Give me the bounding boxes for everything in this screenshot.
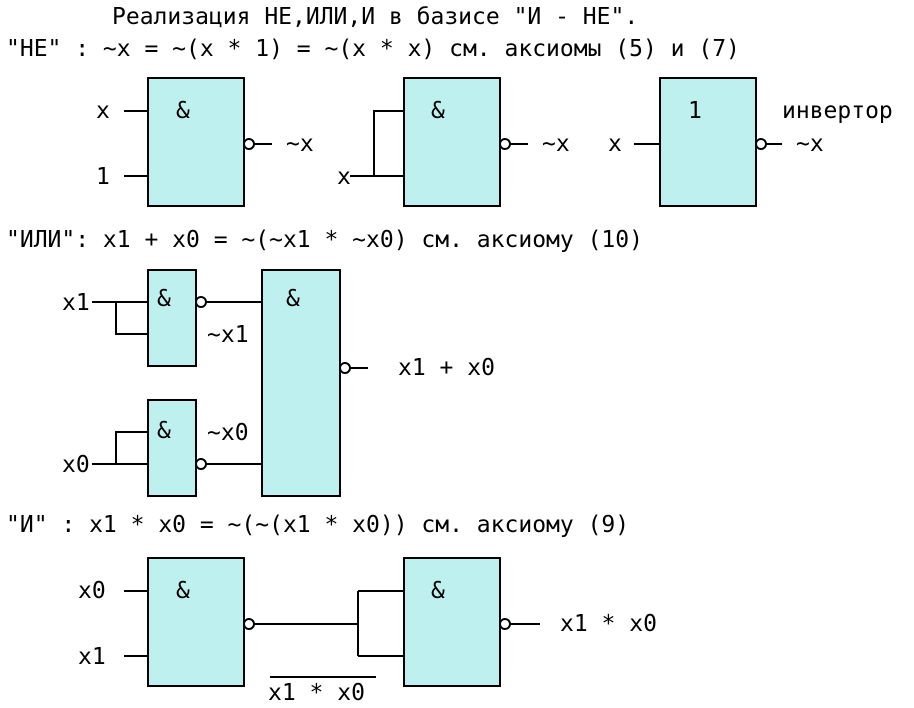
- not-gate2-out: ~x: [542, 131, 570, 157]
- or-formula: "ИЛИ": x1 + x0 = ~(~x1 * ~x0) см. аксиом…: [6, 227, 643, 253]
- and-wire-label: x1 * x0: [268, 680, 365, 706]
- or-gate-c-symbol: &: [286, 286, 300, 312]
- and-gate-b-bubble: [499, 618, 511, 630]
- not-gate2-wire-in: [350, 110, 404, 177]
- or-gate-c-out: x1 + x0: [398, 355, 495, 381]
- not-gate2-bubble: [499, 138, 511, 150]
- inverter-out: ~x: [796, 131, 824, 157]
- or-gate-b-out: ~x0: [207, 420, 249, 446]
- and-gate-b-out: x1 * x0: [560, 611, 657, 637]
- and-gate-a-in-b: x1: [78, 644, 106, 670]
- or-gate-c: [261, 269, 341, 497]
- inverter-bubble: [755, 138, 767, 150]
- inverter-label: инвертор: [782, 98, 893, 124]
- or-gate-a-wire-in: [92, 301, 148, 335]
- or-gate-b: [147, 399, 197, 497]
- or-gate-a-in: x1: [62, 290, 90, 316]
- and-gate-a-symbol: &: [176, 578, 190, 604]
- and-gate-b: [403, 557, 501, 687]
- or-gate-a-bubble: [195, 296, 207, 308]
- and-formula: "И" : x1 * x0 = ~(~(x1 * x0)) см. аксиом…: [6, 512, 629, 538]
- inverter-symbol: 1: [688, 98, 702, 124]
- not-formula: "НЕ" : ~x = ~(x * 1) = ~(x * x) см. акси…: [6, 36, 740, 62]
- not-gate1-bubble: [243, 138, 255, 150]
- title: Реализация НЕ,ИЛИ,И в базисе "И - НЕ".: [112, 4, 638, 30]
- inverter-in: x: [608, 131, 622, 157]
- not-gate2-symbol: &: [431, 98, 445, 124]
- and-gate-a-bubble: [243, 618, 255, 630]
- and-wire-mid: [254, 590, 404, 657]
- or-gate-b-in: x0: [62, 452, 90, 478]
- or-gate-b-bubble: [195, 458, 207, 470]
- or-gate-a: [147, 269, 197, 367]
- not-gate2: [403, 77, 501, 207]
- not-gate1-symbol: &: [176, 98, 190, 124]
- not-gate1-out: ~x: [286, 131, 314, 157]
- or-gate-a-out: ~x1: [207, 322, 249, 348]
- and-gate-a-in-a: x0: [78, 578, 106, 604]
- or-gate-a-symbol: &: [157, 286, 171, 312]
- not-gate1-in-b: 1: [96, 164, 110, 190]
- or-gate-c-bubble: [339, 362, 351, 374]
- not-gate1-in-a: x: [96, 98, 110, 124]
- or-gate-b-wire-in: [92, 431, 148, 465]
- not-gate1: [147, 77, 245, 207]
- and-gate-b-symbol: &: [431, 578, 445, 604]
- and-gate-a: [147, 557, 245, 687]
- not-gate2-in: x: [337, 164, 351, 190]
- or-gate-b-symbol: &: [157, 418, 171, 444]
- inverter-gate: [659, 77, 757, 207]
